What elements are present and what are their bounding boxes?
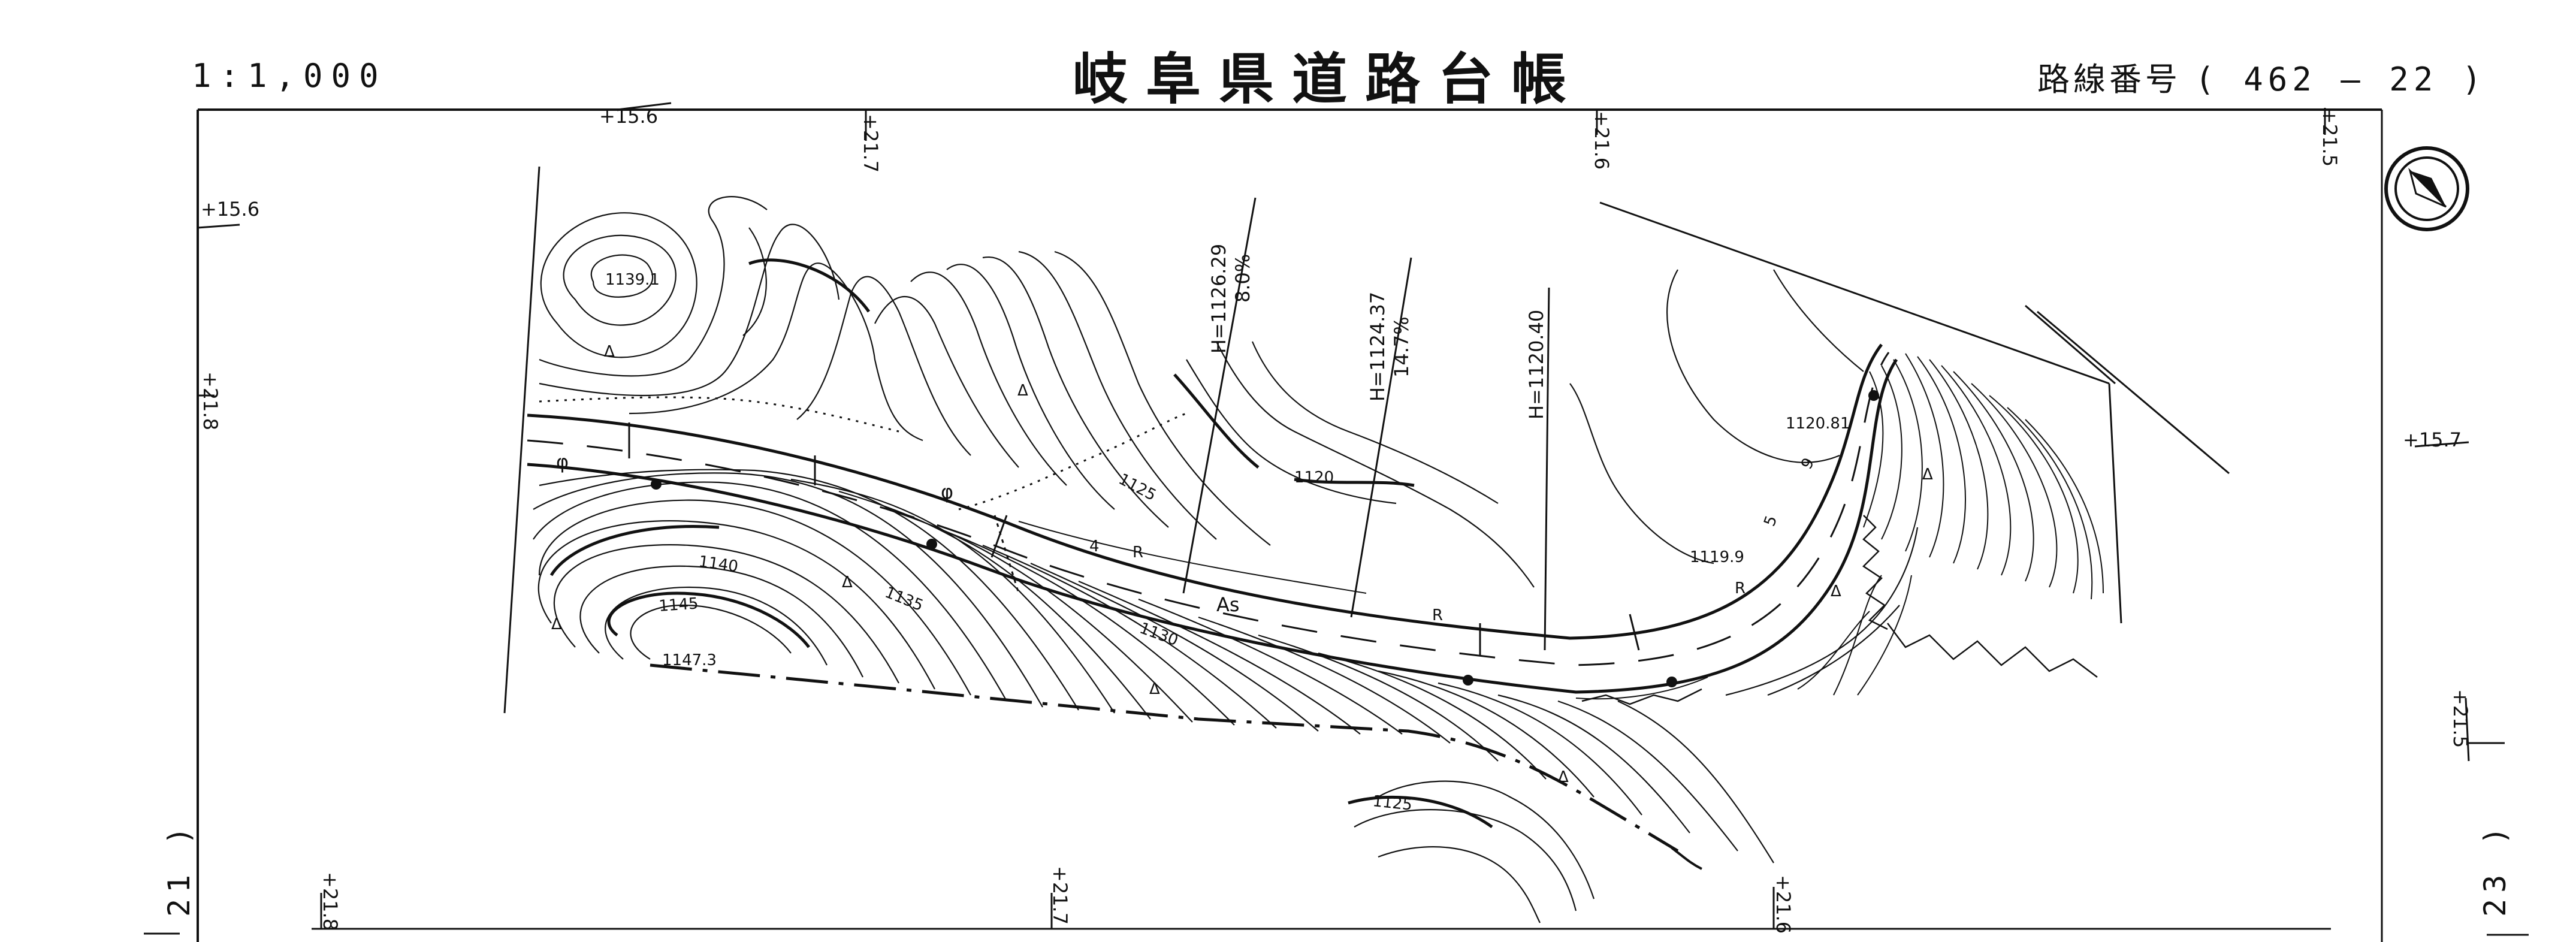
- embankment-symbol: Δ: [842, 573, 853, 591]
- utility-pole-symbol: φ: [941, 481, 953, 503]
- contour-label: 1135: [882, 584, 926, 615]
- contours-lower: [533, 469, 1919, 923]
- embankment-dots: [539, 396, 1187, 594]
- road-labels: As R R R 4 5 9: [1089, 455, 1818, 624]
- embankment-symbol: Δ: [1149, 680, 1160, 698]
- contour-labels: 1125 1120 1140 1135 1130 1145 1125: [658, 469, 1413, 814]
- contour-label: 1125: [1372, 792, 1413, 814]
- road-station-ticks: [628, 422, 1640, 656]
- route-number: 路線番号 ( 462 ― 22 ): [2037, 53, 2486, 100]
- boundary-line: [650, 663, 1702, 870]
- embankment-symbol: Δ: [604, 343, 615, 361]
- road: [527, 343, 1898, 700]
- page-title: 岐阜県道路台帳: [1073, 47, 1585, 111]
- contour-label: 1145: [658, 594, 699, 615]
- route-prefix: 路線番号: [2037, 61, 2181, 98]
- grid-mark-label: +15.6: [201, 198, 259, 221]
- road-surface-label: As: [1216, 593, 1240, 616]
- scale-label: 1:1,000: [192, 57, 387, 95]
- road-label: R: [1735, 579, 1745, 597]
- grid-mark-label: +21.5: [2318, 108, 2341, 167]
- contour-label: 1140: [697, 552, 739, 576]
- grid-mark-label: +21.8: [199, 372, 222, 430]
- north-arrow-icon: [2384, 146, 2469, 231]
- map-frame: [144, 108, 2529, 942]
- grid-mark-label: +21.7: [859, 114, 882, 173]
- spot-height: 1119.9: [1690, 548, 1744, 566]
- embankment-symbol: Δ: [1831, 582, 1841, 600]
- gradient-slope: 14.7%: [1390, 316, 1413, 378]
- route-number-value: ( 462 ― 22 ): [2195, 61, 2487, 98]
- embankment-symbol: Δ: [1558, 768, 1569, 786]
- gradient-labels: H=1126.29 8.0% H=1124.37 14.7% H=1120.40: [1207, 244, 1548, 419]
- utility-pole-symbol: φ: [556, 451, 569, 473]
- road-label: 9: [1798, 455, 1818, 472]
- survey-boundaries: [503, 166, 2230, 714]
- road-label: 5: [1760, 514, 1781, 529]
- spot-heights: 1139.1 1147.3 1120.81 1119.9: [605, 271, 1850, 669]
- grid-mark-label: +15.6: [599, 105, 658, 128]
- road-label: R: [1432, 606, 1443, 624]
- grid-mark-label: +21.6: [1590, 111, 1613, 170]
- grid-mark-label: +21.8: [319, 872, 342, 931]
- spot-height: 1147.3: [662, 651, 717, 669]
- spot-height: 1139.1: [605, 271, 660, 289]
- cliff-hatching: [1581, 353, 2104, 705]
- contour-label: 1120: [1294, 469, 1334, 487]
- gradient-slope: 8.0%: [1231, 254, 1254, 303]
- spot-height: 1120.81: [1786, 415, 1850, 433]
- grid-mark-label: +15.7: [2403, 428, 2462, 451]
- grid-mark-labels: +15.6 +21.7 +21.6 +21.5 +15.6 +21.8 +15.…: [199, 105, 2472, 934]
- utility-points: [651, 390, 1879, 687]
- contour-label: 1125: [1116, 470, 1159, 505]
- road-label: R: [1133, 544, 1143, 561]
- index-contours: [549, 258, 1493, 829]
- grid-mark-label: +21.6: [1772, 875, 1795, 934]
- embankment-symbol: Δ: [1922, 466, 1933, 484]
- gradient-height: H=1126.29: [1207, 244, 1230, 354]
- gradient-height: H=1124.37: [1366, 292, 1389, 401]
- gradient-height: H=1120.40: [1525, 310, 1548, 419]
- embankment-symbol: Δ: [1017, 382, 1028, 400]
- grid-mark-label: +21.7: [1049, 866, 1071, 925]
- grid-ticks: [197, 102, 2505, 929]
- grid-mark-label: +21.5: [2449, 689, 2472, 748]
- road-label: 4: [1089, 538, 1100, 555]
- embankment-symbol: Δ: [551, 615, 562, 633]
- map-symbols: Δ Δ Δ Δ Δ Δ Δ Δ φ φ: [551, 343, 1933, 786]
- contours-upper: [539, 196, 1864, 588]
